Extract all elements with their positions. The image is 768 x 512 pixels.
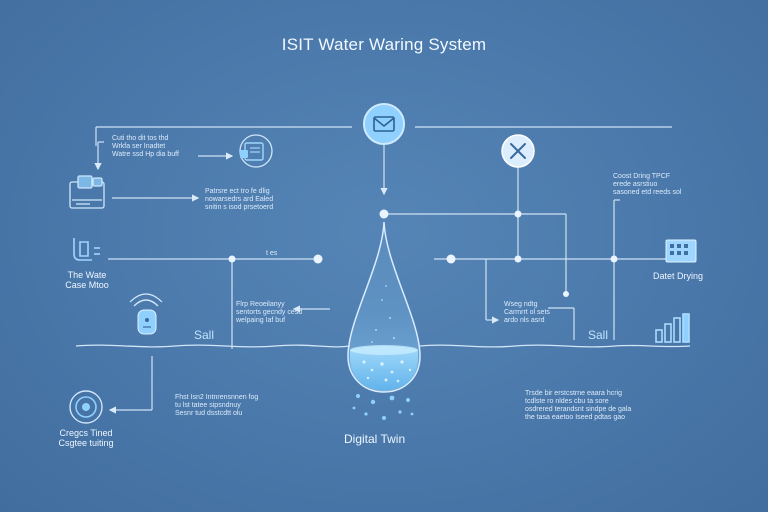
connector-nodes — [228, 209, 618, 297]
sensor-icon — [129, 293, 163, 335]
building-icon — [665, 239, 697, 263]
annotation-center-tick: t es — [266, 250, 278, 257]
sensor-bottom-label: Cregcs Tined Csgtee tuiting — [58, 428, 114, 448]
bar-chart-icon — [655, 313, 690, 343]
annotation-top-right: Coost Dring TPCF erede asrstiuo sasoned … — [613, 173, 682, 196]
water-drop-icon — [347, 221, 421, 420]
page-title: ISIT Water Waring System — [281, 35, 487, 54]
data-display-label: Datet Drying — [652, 271, 704, 281]
document-icon — [239, 134, 273, 168]
glyph-left-label: Sall — [194, 328, 215, 342]
glyph-right-label: Sall — [588, 328, 609, 342]
water-surface-line — [75, 344, 691, 348]
plug-icon — [73, 238, 100, 261]
gauge-icon — [69, 390, 103, 424]
envelope-icon[interactable] — [363, 103, 405, 145]
digital-twin-label: Digital Twin — [344, 432, 406, 446]
annotation-center-left: Flrp Reoeilanyy sentorts gecndy cesd wel… — [236, 301, 303, 324]
close-icon[interactable] — [501, 134, 535, 168]
annotation-bottom-left: Fhst Isn2 Intnrensnnen fog tu lst tatee … — [175, 394, 259, 417]
annotation-center-right: Wseg ndtg Carmrrt ol sets ardo nls asrd — [504, 301, 550, 324]
annotation-bottom-right: Trsde bir erstcstrne eaara hcrig tcdlste… — [525, 390, 632, 421]
sensor-top-label: The Wate Case Mtoo — [65, 270, 109, 290]
annotation-mid-left: Patrsre ect tro fe dlig nowarsedrs ard E… — [205, 188, 274, 211]
server-icon — [69, 175, 105, 209]
annotation-top-left: Cuti tho dit tos thd Wrkfa ser Inadtet W… — [112, 135, 179, 158]
